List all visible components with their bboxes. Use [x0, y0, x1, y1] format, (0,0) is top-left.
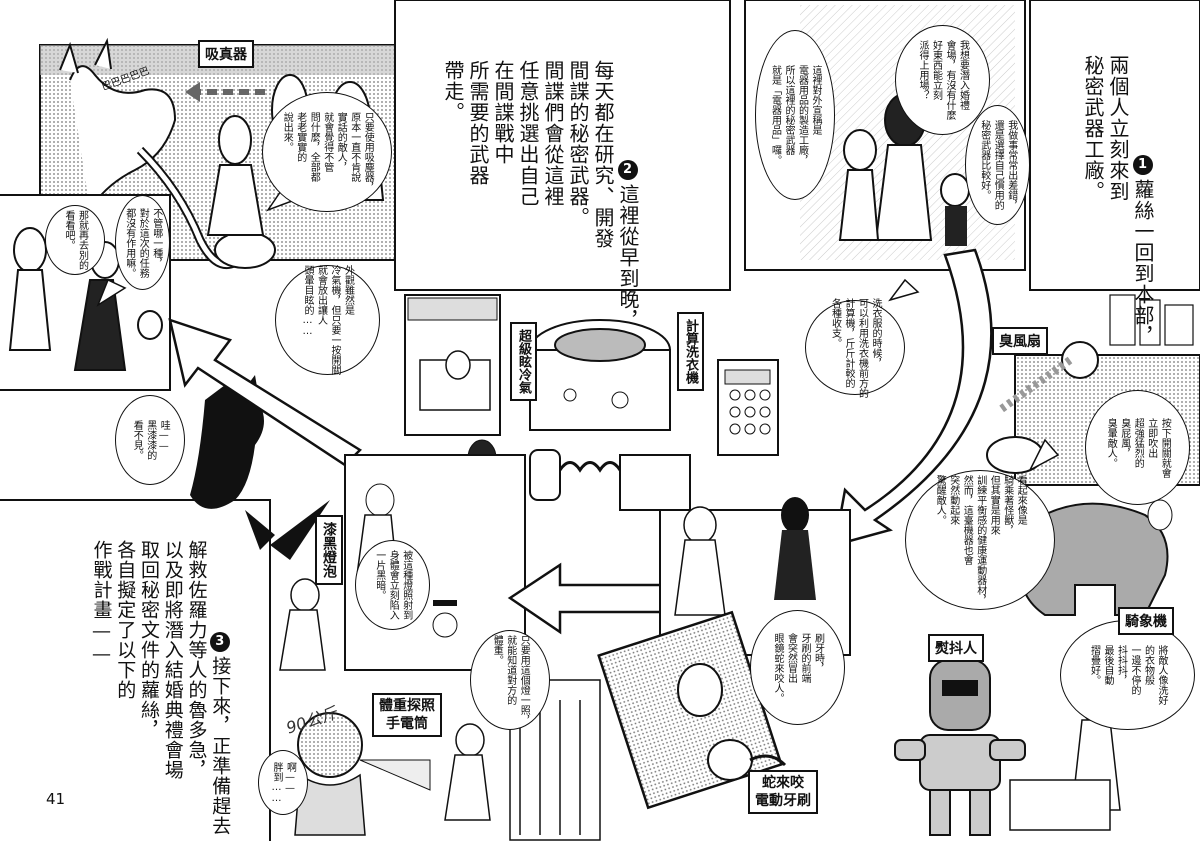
page-number: 41 — [46, 790, 66, 808]
label-snake-brush-line1: 蛇來咬 — [762, 775, 804, 791]
narration-3-text: 接下來，正準備趕去 解救佐羅力等人的魯多急， 以及即將潛入結婚典禮會場 取回秘密… — [90, 540, 232, 836]
narration-panel-3-border — [0, 499, 271, 841]
label-weight-flash-line2: 手電筒 — [386, 716, 428, 733]
narration-3-marker: 3 — [210, 632, 231, 652]
narration-2: 2這裡從早到晚， 每天都在研究、開發 間諜的秘密武器。 間諜們會從這裡 任意挑選… — [415, 60, 665, 331]
bottom-machines — [509, 610, 787, 841]
narration-1-marker: 1 — [1133, 155, 1153, 175]
label-snake-brush-line2: 電動牙刷 — [755, 793, 811, 810]
factory-floor — [404, 294, 779, 575]
label-vacuum: 吸真器 — [198, 40, 254, 68]
big-arrow-left — [507, 562, 667, 635]
label-weight-flash-line1: 體重探照 — [379, 698, 435, 714]
bubble-no-use: 不管哪一種， 對於這次的任務 都沒有作用嘛。 — [115, 195, 170, 290]
bubble-appliance: 這裡對外宣稱是 電器用品的製造工廠， 所以這裡的秘密武器 就是「電器用品」囉。 — [755, 30, 835, 200]
label-blacklight: 漆黑燈泡 — [315, 515, 343, 585]
label-aircon: 超級眩冷氣 — [510, 322, 537, 401]
label-ride: 騎象機 — [1118, 607, 1174, 635]
label-weight-flash: 體重探照 手電筒 — [372, 693, 442, 738]
bubble-aircon: 外觀雖然是 冷氣機，但只要一按開關 就會放出讓人 頭暈目眩的…… — [275, 265, 380, 375]
narration-panel-1 — [1029, 0, 1200, 291]
bubble-ride: 看起來像是 騎乘著怪獸， 但其實是用來 訓練平衡感的健康運動器材， 然而，這臺機… — [905, 470, 1055, 610]
narration-panel-2 — [394, 0, 731, 291]
narration-2-marker: 2 — [618, 160, 638, 180]
label-shaker: 熨抖人 — [928, 634, 984, 662]
bubble-brush: 刷牙時， 牙刷的前端 會突然冒出 眼鏡蛇來咬人。 — [750, 610, 845, 725]
narration-3: 3接下來，正準備趕去 解救佐羅力等人的魯多急， 以及即將潛入結婚典禮會場 取回秘… — [65, 540, 255, 836]
bubble-washer: 洗衣服的時候， 可以利用洗衣機前方的 計算機，斤斤計較的 各種收支。 — [805, 298, 905, 398]
bubble-ask: 我想要潛入婚禮 會場，有沒有什麼 好東西能立刻 派得上用場？ — [895, 25, 990, 135]
bubble-black: 哇—— 黑漆漆的 看不見。 — [115, 395, 185, 485]
bg-pipes — [1109, 294, 1194, 346]
big-arrow-upleft — [168, 318, 362, 467]
narration-2-text: 這裡從早到晚， 每天都在研究、開發 間諜的秘密武器。 間諜們會從這裡 任意挑選出… — [441, 60, 640, 331]
label-fan: 臭風扇 — [992, 327, 1048, 355]
blackout-wolf — [190, 375, 275, 550]
bubble-shake: 將敵人像洗好 的衣物般 一邊不停的 抖抖抖， 最後自動 摺疊好。 — [1060, 620, 1195, 730]
label-snake-brush: 蛇來咬 電動牙刷 — [748, 770, 818, 815]
label-washer: 計算洗衣機 — [677, 312, 704, 391]
bubble-rose: 我做事常常出差錯， 還是選擇自己慣用的 秘密武器比較好。 — [965, 105, 1030, 225]
bubble-shock: 啊—— 胖到…… — [258, 750, 308, 815]
bubble-go-see: 那就再去別的 看看吧。 — [45, 205, 105, 275]
bubble-flash-black: 被這種燈照射到 身體會立刻陷入 一片黑暗。 — [355, 540, 430, 630]
bubble-vacuum-explain: 只要使用吸塵器， 原本一直不肯說 實話的敵人， 就會覺得不管 問什麼，全部都 老… — [262, 92, 392, 212]
bubble-weight: 只要用這個燈一照， 就能知道對方的 體重。 — [470, 630, 550, 730]
narration-1: 1蘿絲一回到本部， 兩個人立刻來到 秘密武器工廠。 — [1055, 55, 1180, 347]
narration-1-text: 蘿絲一回到本部， 兩個人立刻來到 秘密武器工廠。 — [1081, 55, 1155, 347]
bubble-fan: 按下開關就會 立即吹出 超強猛烈的 臭屁風， 臭暈敵人。 — [1085, 390, 1190, 505]
